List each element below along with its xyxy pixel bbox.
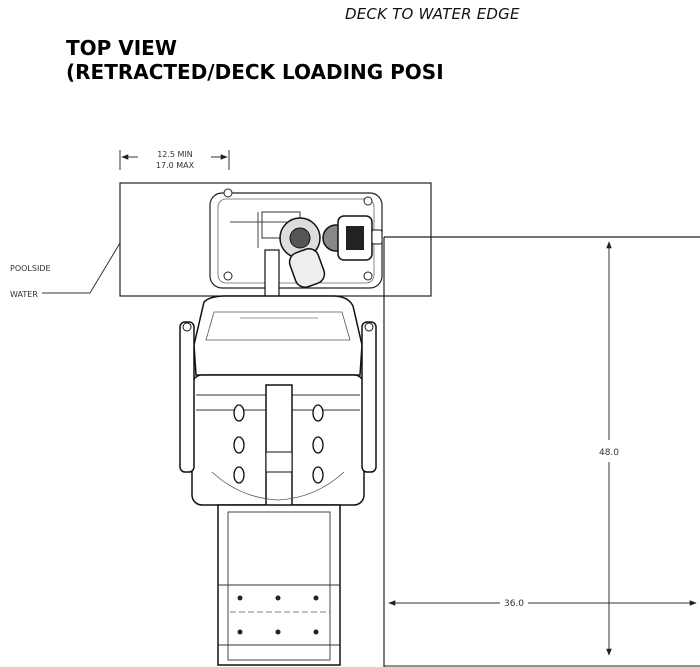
- motor-pivot-assembly: [264, 215, 383, 311]
- title-line-2: (RETRACTED/DECK LOADING POSI: [66, 60, 444, 84]
- water-label: WATER: [10, 290, 38, 299]
- footprint-envelope: [383, 236, 700, 667]
- seat-assembly: [179, 295, 377, 508]
- poolside-water-callout: POOLSIDE WATER: [10, 242, 121, 299]
- poolside-label: POOLSIDE: [10, 264, 51, 273]
- width-value-label: 36.0: [504, 599, 524, 609]
- footrest: [217, 504, 341, 666]
- width-dimension: 36.0: [388, 599, 697, 609]
- drawing-title: TOP VIEW (RETRACTED/DECK LOADING POSI: [66, 36, 444, 84]
- deck-min-label: 12.5 MIN: [157, 150, 193, 159]
- drawing-caption: DECK TO WATER EDGE: [345, 5, 520, 23]
- length-value-label: 48.0: [599, 448, 619, 458]
- deck-dimension: 12.5 MIN 17.0 MAX: [119, 150, 230, 170]
- deck-max-label: 17.0 MAX: [156, 161, 195, 170]
- seat-bolt-holes: [233, 404, 324, 484]
- length-dimension: 48.0: [599, 241, 619, 656]
- title-line-1: TOP VIEW: [66, 36, 177, 60]
